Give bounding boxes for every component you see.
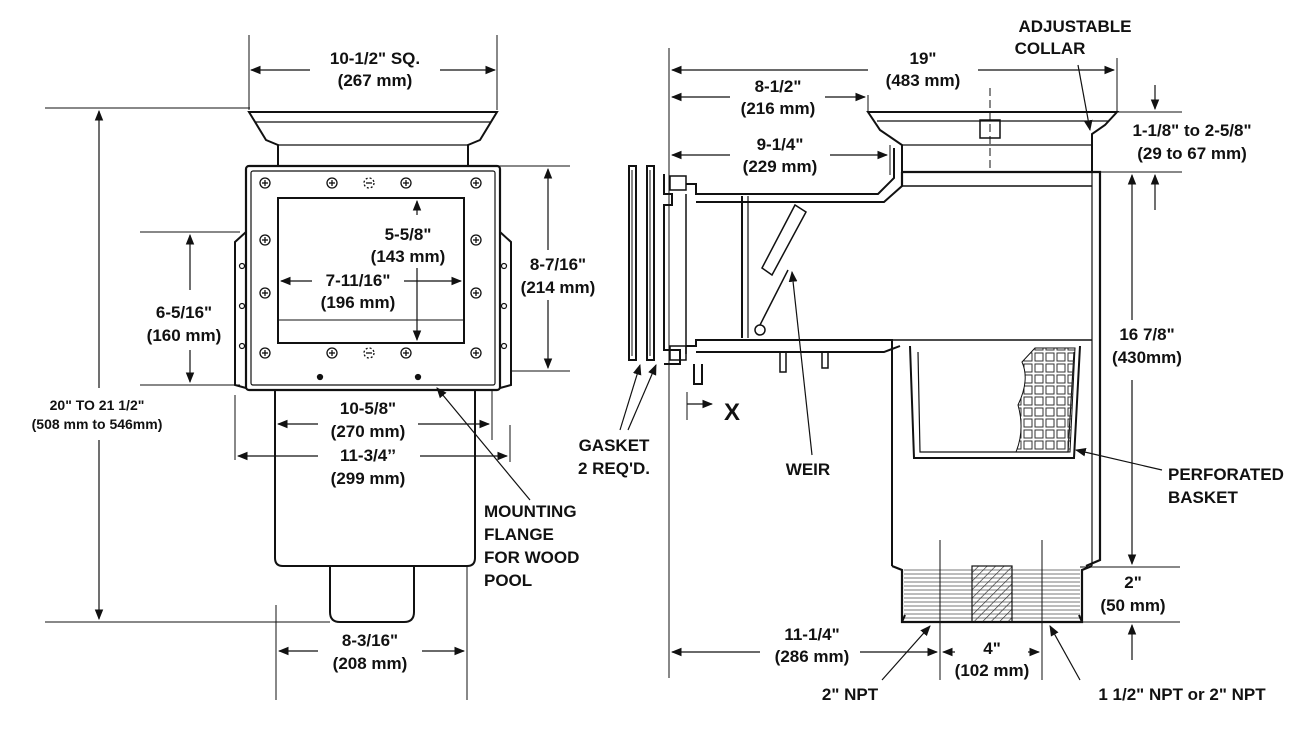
mounting-flange-callout-4: POOL — [484, 571, 532, 590]
flange-screws — [259, 177, 482, 381]
flange-height-label: 8-7/16" — [530, 255, 586, 274]
front-view: 10-1/2" SQ. (267 mm) 5-5/8" (143 mm) 7-1… — [32, 35, 596, 700]
dim-b-label: 9-1/4" — [757, 135, 804, 154]
mounting-flange-callout-2: FLANGE — [484, 525, 554, 544]
weir-label: WEIR — [786, 460, 830, 479]
width-b-label: 11-3/4’’ — [340, 446, 396, 465]
opening-height-label: 5-5/8" — [385, 225, 432, 244]
basket-perforation — [1015, 347, 1076, 453]
flange-height-metric: (214 mm) — [521, 278, 596, 297]
overall-length-metric: (483 mm) — [886, 71, 961, 90]
dim-b-metric: (229 mm) — [743, 157, 818, 176]
port-spacing-metric: (102 mm) — [955, 661, 1030, 680]
gasket-label-1: GASKET — [579, 436, 650, 455]
port-right-label: 1 1/2" NPT or 2" NPT — [1098, 685, 1266, 704]
mounting-flange-callout-1: MOUNTING — [484, 502, 577, 521]
opening-height-metric: (143 mm) — [371, 247, 446, 266]
opening-width-label: 7-11/16" — [326, 271, 391, 290]
bottom-gap-label: 2" — [1124, 573, 1142, 592]
bottom-gap-metric: (50 mm) — [1100, 596, 1165, 615]
mounting-flange-callout-3: FOR WOOD — [484, 548, 579, 567]
basket-label-1: PERFORATED — [1168, 465, 1284, 484]
overall-length-label: 19" — [910, 49, 937, 68]
body-height-label: 6-5/16" — [156, 303, 212, 322]
dim-a-metric: (216 mm) — [741, 99, 816, 118]
height-label: 16 7/8" — [1119, 325, 1174, 344]
x-label: X — [724, 399, 740, 426]
body-height-metric: (160 mm) — [147, 326, 222, 345]
side-section-view: 19" (483 mm) ADJUSTABLE COLLAR 8-1/2" (2… — [578, 17, 1284, 704]
collar-range-label: 1-1/8" to 2-5/8" — [1132, 121, 1251, 140]
width-a-label: 10-5/8" — [340, 399, 396, 418]
dim-a-label: 8-1/2" — [755, 77, 802, 96]
center-plug-hatch — [971, 565, 1013, 623]
port-left-label: 2" NPT — [822, 685, 879, 704]
bottom-width-label: 8-3/16" — [342, 631, 398, 650]
width-a-metric: (270 mm) — [331, 422, 406, 441]
opening-width-metric: (196 mm) — [321, 293, 396, 312]
length-label: 11-1/4" — [784, 625, 839, 644]
gasket-label-2: 2 REQ'D. — [578, 459, 650, 478]
gaskets — [628, 165, 655, 361]
top-width-metric: (267 mm) — [338, 71, 413, 90]
overall-height-label: 20" TO 21 1/2" — [50, 397, 145, 413]
height-metric: (430mm) — [1112, 348, 1182, 367]
overall-height-metric: (508 mm to 546mm) — [32, 416, 163, 432]
collar-range-metric: (29 to 67 mm) — [1137, 144, 1247, 163]
basket-label-2: BASKET — [1168, 488, 1239, 507]
adjustable-collar-label-2: COLLAR — [1015, 39, 1086, 58]
port-spacing-label: 4" — [983, 639, 1001, 658]
width-b-metric: (299 mm) — [331, 469, 406, 488]
bottom-width-metric: (208 mm) — [333, 654, 408, 673]
length-metric: (286 mm) — [775, 647, 850, 666]
top-width-label: 10-1/2" SQ. — [330, 49, 420, 68]
adjustable-collar-label-1: ADJUSTABLE — [1018, 17, 1131, 36]
